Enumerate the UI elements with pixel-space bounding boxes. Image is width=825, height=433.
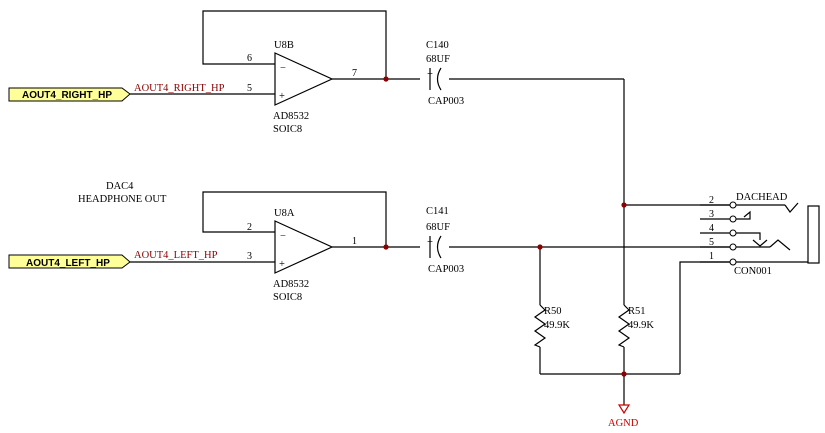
u8a-package: SOIC8 xyxy=(273,292,302,303)
conn-pin-4: 4 xyxy=(709,223,714,234)
u8a-part: AD8532 xyxy=(273,279,309,290)
u8b-minus-sign: − xyxy=(280,63,286,74)
u8b-part: AD8532 xyxy=(273,111,309,122)
connector-footprint: CON001 xyxy=(734,266,772,277)
c141-footprint: CAP003 xyxy=(428,264,464,275)
c141-value: 68UF xyxy=(426,222,450,233)
junction-ground xyxy=(621,371,627,377)
port-left-label: AOUT4_LEFT_HP xyxy=(26,258,110,269)
resistor-r50[interactable] xyxy=(533,304,547,348)
opamp-u8b[interactable]: − + xyxy=(274,52,334,106)
u8b-ref: U8B xyxy=(274,40,294,51)
dac-label-line2: HEADPHONE OUT xyxy=(78,194,167,205)
c141-ref: C141 xyxy=(426,206,449,217)
r51-value: 49.9K xyxy=(628,320,654,331)
wires-output-bus xyxy=(539,79,730,405)
c140-footprint: CAP003 xyxy=(428,96,464,107)
u8a-minus-sign: − xyxy=(280,231,286,242)
junction-u8b-out xyxy=(383,76,389,82)
u8a-ref: U8A xyxy=(274,208,295,219)
r50-value: 49.9K xyxy=(544,320,570,331)
u8b-pin-5: 5 xyxy=(247,83,252,94)
c140-plus: + xyxy=(427,69,433,80)
junction-right-bus xyxy=(621,202,627,208)
capacitor-c141[interactable]: + xyxy=(427,235,442,259)
resistor-r51[interactable] xyxy=(617,304,631,348)
conn-pin-3: 3 xyxy=(709,209,714,220)
u8a-pin-1: 1 xyxy=(352,236,357,247)
opamp-u8a[interactable]: − + xyxy=(274,220,334,274)
u8b-pin-7: 7 xyxy=(352,68,357,79)
wires-right-channel xyxy=(130,10,624,95)
conn-pin-1: 1 xyxy=(709,251,714,262)
agnd-label: AGND xyxy=(608,418,639,429)
u8b-package: SOIC8 xyxy=(273,124,302,135)
connector-dachead[interactable] xyxy=(700,201,820,266)
conn-pin-2: 2 xyxy=(709,195,714,206)
capacitor-c140[interactable]: + xyxy=(427,67,442,91)
wires-left-channel xyxy=(130,191,730,263)
net-label-right: AOUT4_RIGHT_HP xyxy=(134,83,225,94)
r50-ref: R50 xyxy=(544,306,562,317)
agnd-symbol[interactable] xyxy=(617,404,631,415)
net-label-left: AOUT4_LEFT_HP xyxy=(134,250,218,261)
junction-left-bus xyxy=(537,244,543,250)
port-aout4-right-hp[interactable]: AOUT4_RIGHT_HP xyxy=(8,87,131,102)
u8b-plus-sign: + xyxy=(279,91,285,102)
u8a-pin-3: 3 xyxy=(247,251,252,262)
junction-u8a-out xyxy=(383,244,389,250)
r51-ref: R51 xyxy=(628,306,646,317)
u8a-pin-2: 2 xyxy=(247,222,252,233)
c141-plus: + xyxy=(427,237,433,248)
c140-value: 68UF xyxy=(426,54,450,65)
port-right-label: AOUT4_RIGHT_HP xyxy=(22,90,112,101)
conn-pin-5: 5 xyxy=(709,237,714,248)
u8a-plus-sign: + xyxy=(279,259,285,270)
u8b-pin-6: 6 xyxy=(247,53,252,64)
connector-name: DACHEAD xyxy=(736,192,788,203)
port-aout4-left-hp[interactable]: AOUT4_LEFT_HP xyxy=(8,254,131,269)
c140-ref: C140 xyxy=(426,40,449,51)
dac-label-line1: DAC4 xyxy=(106,181,134,192)
